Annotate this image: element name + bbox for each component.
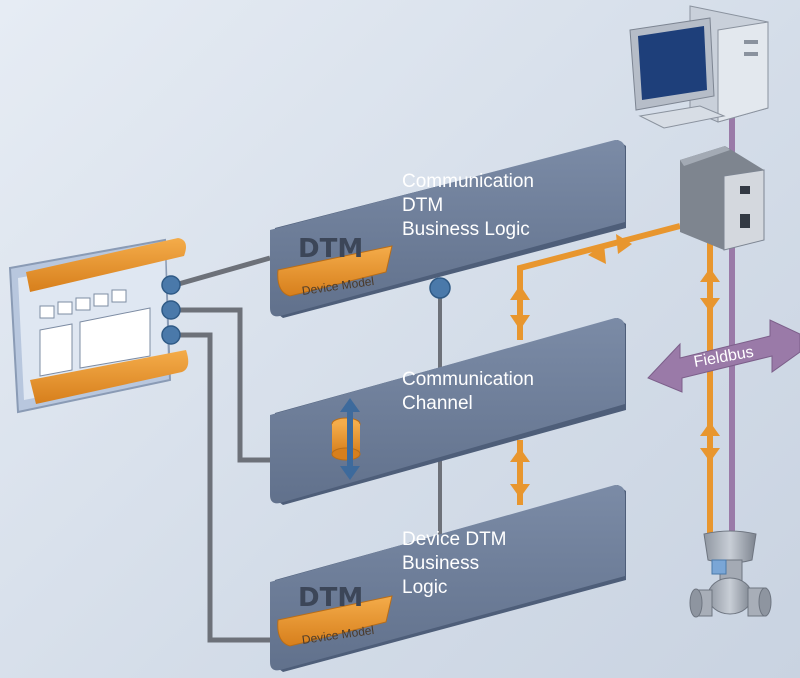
device-dtm-text: Device DTM Business Logic xyxy=(402,529,507,598)
fieldbus-arrow xyxy=(647,319,800,393)
frame-wires xyxy=(174,255,271,643)
frame-application-icon xyxy=(8,238,189,414)
gateway-device-icon xyxy=(680,146,765,251)
orange-arrow-heads xyxy=(510,234,720,498)
communication-channel-block xyxy=(270,318,626,505)
computer-icon xyxy=(629,5,769,129)
communication-channel-text: Communication Channel xyxy=(402,369,534,414)
dtm-label-bottom: DTM xyxy=(298,583,364,613)
communication-dtm-text: Communication DTM Business Logic xyxy=(402,171,534,240)
dtm-label-top: DTM xyxy=(298,234,364,264)
frame-connection-dots xyxy=(161,275,181,345)
channel-cylinder-icon xyxy=(331,398,361,480)
valve-icon xyxy=(689,530,772,618)
communication-dtm-block xyxy=(270,140,626,318)
device-dtm-block xyxy=(270,485,626,672)
